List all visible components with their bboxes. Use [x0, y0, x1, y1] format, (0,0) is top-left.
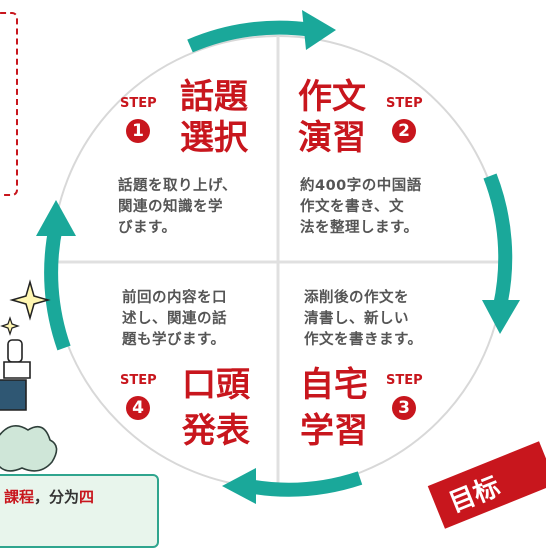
note-box	[0, 12, 18, 196]
step1-desc-line3: びます。	[118, 220, 177, 236]
course-banner-part2: ，分为	[34, 488, 80, 506]
step2-number: 2	[392, 119, 416, 143]
step1-title-line2: 選択	[180, 118, 248, 158]
arrow-head-bottom	[222, 468, 256, 504]
step1-number: 1	[126, 119, 150, 143]
step2-tag: STEP	[386, 96, 423, 111]
step1-desc-line2: 関連の知識を学	[118, 199, 223, 215]
sparkle-icon	[0, 279, 51, 336]
course-banner-part3: 四	[79, 488, 95, 506]
study-cycle-diagram: STEP 1 話題 選択 話題を取り上げ、 関連の知識を学 びます。 作文 演習…	[0, 10, 546, 548]
step4-title-line2: 発表	[182, 411, 250, 451]
step4-desc-line1: 前回の内容を口	[122, 290, 227, 306]
step4-tag: STEP	[120, 373, 157, 388]
course-banner-text: 課程，分为四	[4, 486, 94, 507]
arc-arrow-right	[483, 173, 513, 308]
cycle-graphic	[0, 10, 520, 504]
arrow-head-right	[482, 300, 520, 334]
step3-desc-line3: 作文を書きます。	[304, 332, 423, 348]
step2-desc-line2: 作文を書き、文	[300, 199, 404, 215]
arrow-head-left	[36, 200, 76, 236]
step1-desc-line1: 話題を取り上げ、	[118, 178, 237, 194]
arrow-head-top	[302, 10, 336, 50]
step4-desc-line2: 述し、関連の話	[122, 311, 227, 327]
step3-desc-line1: 添削後の作文を	[304, 290, 409, 306]
step2-title-line1: 作文	[298, 77, 366, 117]
step3-number: 3	[392, 396, 416, 420]
step3-title-line1: 自宅	[300, 365, 368, 405]
step1-tag: STEP	[120, 96, 157, 111]
step2-desc-line3: 法を整理します。	[300, 220, 419, 236]
step2-desc-line1: 約400字の中国語	[300, 178, 422, 194]
step3-tag: STEP	[386, 373, 423, 388]
cloud-icon	[0, 424, 58, 472]
pointing-hand-icon	[0, 339, 31, 411]
step3-desc-line2: 清書し、新しい	[304, 311, 409, 327]
arc-arrow-bottom	[246, 471, 363, 497]
step3-title-line2: 学習	[300, 411, 368, 451]
step4-desc-line3: 題も学びます。	[122, 332, 226, 348]
course-banner-part1: 課程	[4, 488, 35, 506]
arc-arrow-left	[44, 224, 71, 351]
step2-title-line2: 演習	[298, 118, 366, 158]
step4-number: 4	[126, 396, 150, 420]
step1-title-line1: 話題	[180, 77, 248, 117]
step4-title-line1: 口頭	[182, 365, 250, 405]
arc-arrow-top	[187, 20, 314, 53]
course-banner: 課程，分为四	[0, 474, 159, 548]
